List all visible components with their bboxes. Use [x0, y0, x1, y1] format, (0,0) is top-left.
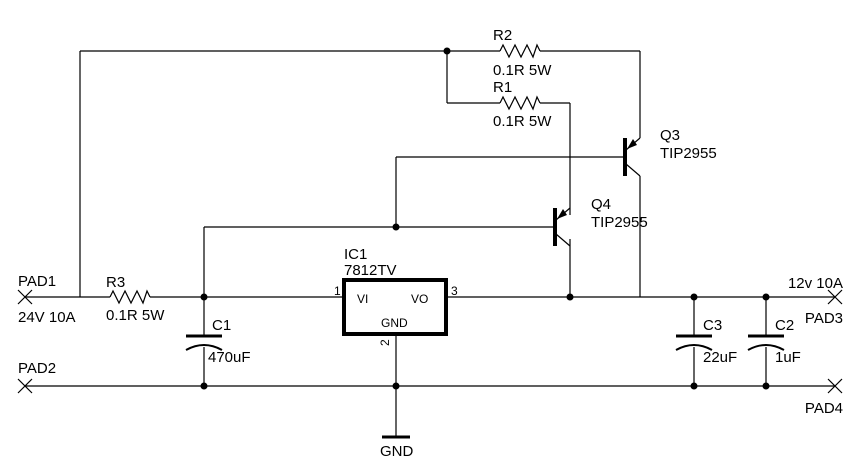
capacitor-c1-curved-plate-icon	[185, 344, 223, 351]
resistor-r3-zigzag-icon	[109, 289, 151, 305]
capacitor-c3-value: 22uF	[703, 349, 737, 366]
regulator-pin-vi-label: VI	[357, 292, 368, 306]
junction-dot	[690, 382, 698, 390]
transistor-q3-arrow-icon	[627, 139, 637, 149]
pad2-cross-icon	[17, 378, 33, 394]
junction-dot	[690, 293, 698, 301]
regulator-pin1-number: 1	[334, 284, 341, 298]
resistor-r3-name: R3	[106, 274, 125, 291]
transistor-q3-collector-icon	[625, 163, 641, 177]
resistor-r1-name: R1	[493, 79, 512, 96]
junction-dot	[762, 293, 770, 301]
pad1-cross-icon	[17, 289, 33, 305]
capacitor-c3-name: C3	[703, 317, 722, 334]
junction-dot	[566, 293, 574, 301]
pad1: PAD1 24V 10A	[17, 273, 76, 326]
resistor-r2-zigzag-icon	[499, 43, 541, 59]
pad1-value: 24V 10A	[18, 309, 76, 326]
transistor-q4-value: TIP2955	[591, 214, 648, 231]
junction-dot	[200, 382, 208, 390]
regulator-pin-vo-label: VO	[411, 292, 428, 306]
capacitor-c2-value: 1uF	[775, 349, 801, 366]
regulator-pin-gnd-label: GND	[381, 316, 408, 330]
pad2: PAD2	[17, 360, 56, 394]
resistor-r1-value: 0.1R 5W	[493, 113, 552, 130]
transistor-q3-value: TIP2955	[660, 145, 717, 162]
capacitor-c2: C2 1uF	[747, 317, 801, 366]
pad4: PAD4	[805, 378, 843, 417]
resistor-r2-value: 0.1R 5W	[493, 62, 552, 79]
junction-dot	[392, 223, 400, 231]
capacitor-c1: C1 470uF	[185, 317, 251, 366]
ground-label: GND	[380, 443, 414, 460]
capacitor-c3: C3 22uF	[675, 317, 737, 366]
junction-dots	[200, 47, 770, 390]
pad1-name: PAD1	[18, 273, 56, 290]
capacitor-c3-curved-plate-icon	[675, 344, 713, 351]
capacitor-c1-name: C1	[212, 317, 231, 334]
regulator-pin2-number: 2	[378, 339, 392, 346]
pad3: 12v 10A PAD3	[788, 275, 843, 327]
regulator-ic1: IC1 7812TV VI VO GND 1 3 2	[334, 246, 458, 346]
pad4-cross-icon	[827, 378, 843, 394]
pad4-name: PAD4	[805, 400, 843, 417]
capacitor-c2-curved-plate-icon	[747, 344, 785, 351]
resistor-r3-value: 0.1R 5W	[106, 307, 165, 324]
transistor-q4-collector-icon	[555, 233, 571, 247]
capacitor-c1-value: 470uF	[208, 349, 251, 366]
resistor-r1-zigzag-icon	[499, 95, 541, 111]
transistor-q4-name: Q4	[591, 196, 611, 213]
regulator-ic1-value: 7812TV	[344, 262, 397, 279]
junction-dot	[762, 382, 770, 390]
pad2-name: PAD2	[18, 360, 56, 377]
resistor-r2-name: R2	[493, 27, 512, 44]
junction-dot	[200, 293, 208, 301]
transistor-q4-arrow-icon	[557, 209, 567, 219]
regulator-pin3-number: 3	[451, 284, 458, 298]
pad3-cross-icon	[827, 289, 843, 305]
transistor-q3-name: Q3	[660, 127, 680, 144]
resistor-r1: R1 0.1R 5W	[493, 79, 552, 130]
junction-dot	[443, 47, 451, 55]
wires	[25, 50, 835, 437]
junction-dot	[392, 382, 400, 390]
resistor-r3: R3 0.1R 5W	[106, 274, 165, 324]
ground-symbol: GND	[380, 435, 414, 460]
pad3-name: PAD3	[805, 310, 843, 327]
transistor-q3: Q3 TIP2955	[623, 127, 717, 177]
capacitor-c2-name: C2	[775, 317, 794, 334]
resistor-r2: R2 0.1R 5W	[493, 27, 552, 79]
transistor-q4: Q4 TIP2955	[553, 196, 648, 247]
regulator-ic1-name: IC1	[344, 246, 367, 263]
pad3-value: 12v 10A	[788, 275, 843, 292]
regulator-ic1-body	[342, 278, 448, 336]
